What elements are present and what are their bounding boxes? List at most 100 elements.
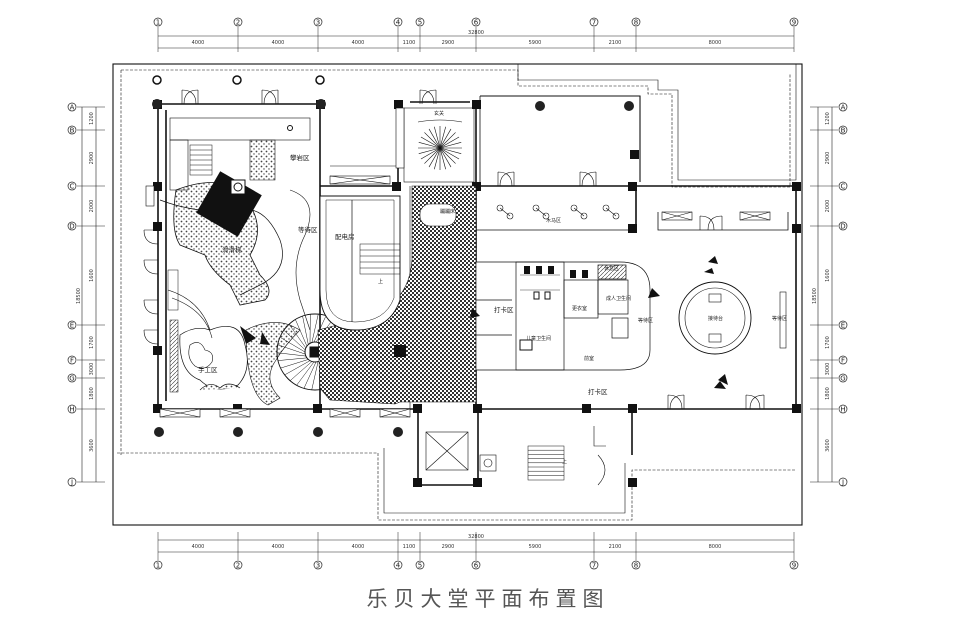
door xyxy=(581,171,597,187)
column xyxy=(394,100,403,109)
door xyxy=(669,394,685,410)
door xyxy=(707,215,723,231)
dimension-label: 5900 xyxy=(529,544,542,550)
column xyxy=(313,404,322,413)
grid-axis-8: 8 xyxy=(631,17,641,52)
grid-axis-label: 8 xyxy=(634,18,638,26)
column xyxy=(473,404,482,413)
room-label-craft: 手工区 xyxy=(198,365,218,374)
dimension-label: 4000 xyxy=(192,544,205,550)
grid-axis-label: 4 xyxy=(396,18,401,26)
grid-axis-label: E xyxy=(841,321,845,329)
restroom-block xyxy=(475,261,651,371)
column xyxy=(472,100,481,109)
room-label-climbing: 攀岩区 xyxy=(290,153,310,162)
column xyxy=(628,224,637,233)
grid-axis-2: 2 xyxy=(233,17,243,52)
column xyxy=(792,224,801,233)
column xyxy=(153,182,162,191)
grid-axis-5: 5 xyxy=(415,532,425,570)
dimension-label: 5900 xyxy=(529,40,542,46)
dimension-label: 1100 xyxy=(403,40,416,46)
window xyxy=(395,107,405,169)
grid-axis-label: 9 xyxy=(792,18,796,26)
dimension-label: 1200 xyxy=(825,112,831,125)
room-label-trampoline: 蹦蹦床 xyxy=(440,208,455,215)
grid-axis-C: C xyxy=(810,181,848,191)
room-label-distribution: 配电房 xyxy=(335,232,355,241)
column xyxy=(628,478,637,487)
grid-axis-label: C xyxy=(841,182,846,190)
grid-axis-label: 6 xyxy=(474,561,479,569)
door xyxy=(143,299,159,315)
grid-axis-8: 8 xyxy=(631,532,641,570)
grid-axis-5: 5 xyxy=(415,17,425,52)
door xyxy=(699,215,715,231)
grid-axis-label: B xyxy=(841,126,846,134)
grid-axis-label: D xyxy=(69,222,74,230)
grid-axis-G: G xyxy=(67,373,105,383)
grid-axis-B: B xyxy=(67,125,105,135)
grid-axis-label: F xyxy=(70,356,74,364)
dimension-label: 3600 xyxy=(825,439,831,452)
dimension-label: 2900 xyxy=(442,544,455,550)
grid-axis-F: F xyxy=(810,355,848,365)
grid-axis-C: C xyxy=(67,181,105,191)
grid-axis-label: 8 xyxy=(634,561,638,569)
grid-axis-B: B xyxy=(810,125,848,135)
dimension-label: 2900 xyxy=(89,152,95,165)
grid-axis-label: A xyxy=(841,103,846,111)
trojan-tables xyxy=(496,204,620,220)
dimension-label: 8000 xyxy=(709,40,722,46)
door xyxy=(143,229,159,245)
dimension-right xyxy=(817,107,833,482)
door xyxy=(143,329,159,345)
room-label-waiting_right: 等待区 xyxy=(772,315,787,322)
column xyxy=(233,404,242,413)
grid-axis-label: 2 xyxy=(236,561,240,569)
entry-vestibule xyxy=(403,107,475,227)
toy-horse xyxy=(496,204,514,220)
doors xyxy=(143,89,765,410)
column xyxy=(582,404,591,413)
grid-axis-1: 1 xyxy=(153,17,163,52)
dimension-label: 3000 xyxy=(825,363,831,376)
windows xyxy=(145,107,771,418)
door xyxy=(183,89,199,105)
dimension-label: 1600 xyxy=(825,269,831,282)
grid-axis-label: 1 xyxy=(156,561,160,569)
toilet-fixtures xyxy=(519,266,588,351)
site-boundary xyxy=(112,63,803,526)
dimension-label: 4000 xyxy=(272,544,285,550)
door xyxy=(421,89,437,105)
grid-axis-2: 2 xyxy=(233,532,243,570)
grid-axis-4: 4 xyxy=(393,17,403,52)
grid-axis-H: H xyxy=(810,404,848,414)
grid-axis-label: 2 xyxy=(236,18,240,26)
grid-axis-1: 1 xyxy=(153,532,163,570)
entrance-stair xyxy=(527,445,565,481)
door xyxy=(263,89,279,105)
door xyxy=(667,394,683,410)
round-columns xyxy=(152,99,634,437)
grid-axis-J: J xyxy=(67,477,105,487)
room-label-waiting_mid: 等待区 xyxy=(638,317,653,324)
door xyxy=(419,89,435,105)
grid-axis-7: 7 xyxy=(589,532,599,570)
dimension-label: 1200 xyxy=(89,112,95,125)
grid-axis-label: 3 xyxy=(316,18,320,26)
grid-axis-A: A xyxy=(810,102,848,112)
room-label-entry: 玄关 xyxy=(434,110,444,117)
column xyxy=(153,404,162,413)
entrance-door xyxy=(593,426,606,486)
dimension-left xyxy=(81,107,97,482)
grid-axis-D: D xyxy=(810,221,848,231)
room-label-waiting_left: 等待区 xyxy=(298,225,318,234)
toy-horse xyxy=(532,204,550,220)
grid-axis-label: F xyxy=(841,356,845,364)
grid-axis-D: D xyxy=(67,221,105,231)
elevator xyxy=(425,431,497,472)
column xyxy=(628,182,637,191)
grid-axis-label: 3 xyxy=(316,561,320,569)
dimension-total: 32800 xyxy=(468,30,484,36)
